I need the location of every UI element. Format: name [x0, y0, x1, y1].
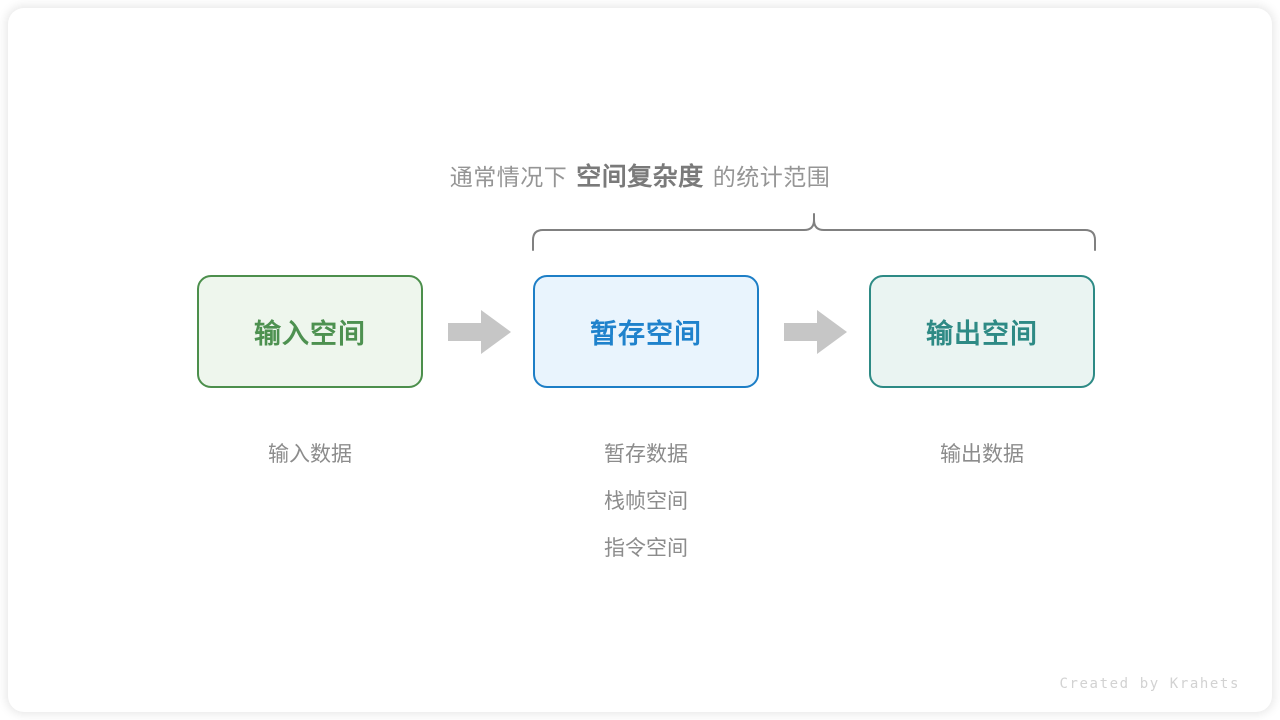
brace-caption-suffix: 的统计范围 [712, 164, 831, 190]
caption-line: 指令空间 [604, 537, 688, 560]
brace-caption: 通常情况下空间复杂度的统计范围 [8, 157, 1272, 193]
box-temp-space[interactable]: 暂存空间 [533, 275, 759, 388]
box-output-space-label: 输出空间 [926, 319, 1038, 349]
caption-line: 输出数据 [940, 443, 1024, 466]
box-temp-space-label: 暂存空间 [590, 319, 702, 349]
caption-column-input: 输入数据 [197, 431, 423, 478]
box-input-space[interactable]: 输入空间 [197, 275, 423, 388]
arrow-right-icon-temp-to-output [784, 310, 847, 354]
brace-caption-emphasis: 空间复杂度 [576, 163, 704, 191]
footer-credit: Created by Krahets [1059, 676, 1240, 692]
brace-caption-prefix: 通常情况下 [449, 164, 568, 190]
diagram-card: 通常情况下空间复杂度的统计范围 输入空间 暂存空间 输出空间 输入数据 暂存数据… [8, 8, 1272, 712]
curly-brace-icon [532, 213, 1096, 251]
caption-column-output: 输出数据 [869, 431, 1095, 478]
caption-line: 输入数据 [268, 443, 352, 466]
caption-column-temp: 暂存数据 栈帧空间 指令空间 [533, 431, 759, 572]
arrow-right-icon-input-to-temp [448, 310, 511, 354]
caption-line: 栈帧空间 [604, 490, 688, 513]
box-input-space-label: 输入空间 [254, 319, 366, 349]
caption-line: 暂存数据 [604, 443, 688, 466]
box-output-space[interactable]: 输出空间 [869, 275, 1095, 388]
